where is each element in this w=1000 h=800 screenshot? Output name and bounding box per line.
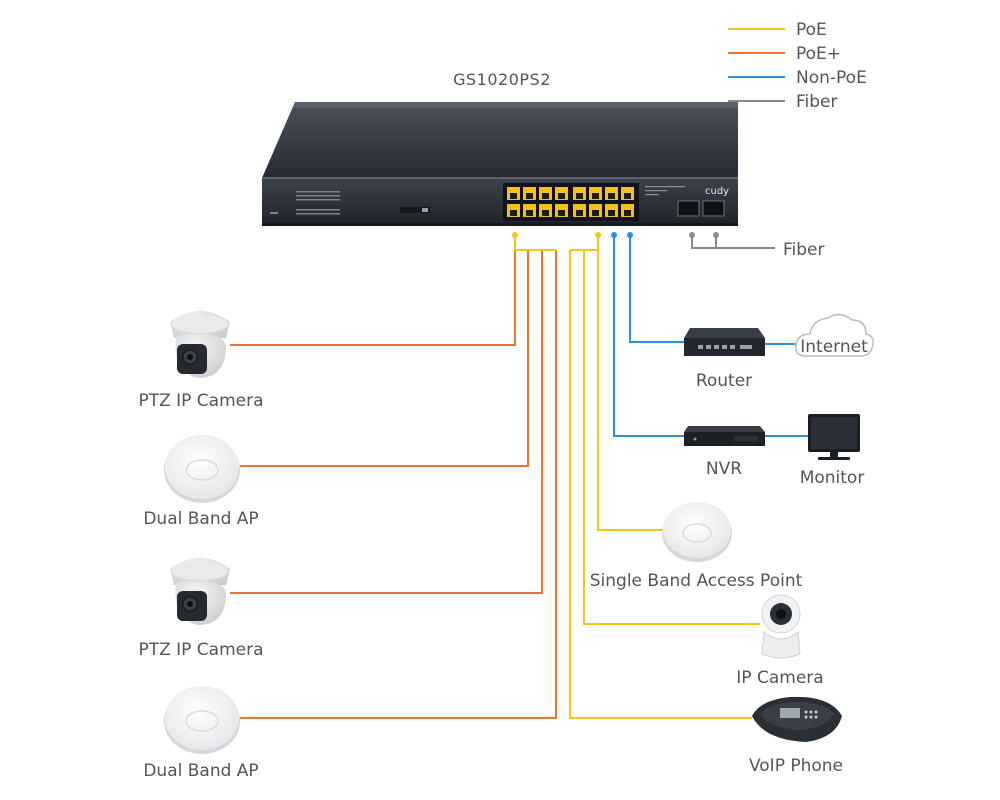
line-ip-camera [583, 250, 760, 625]
switch-model-title: GS1020PS2 [453, 70, 551, 89]
line-router [629, 236, 684, 343]
legend-item-poe: PoE [728, 20, 827, 40]
router-label: Router [696, 371, 752, 391]
legend-item-fiber: Fiber [728, 92, 838, 112]
legend-item-poe-plus: PoE+ [728, 44, 841, 64]
line-voip-phone [569, 250, 752, 719]
access-point-icon [662, 502, 732, 562]
brand-logo: cudy [705, 186, 729, 197]
monitor-icon [808, 414, 860, 460]
voip-phone-label: VoIP Phone [749, 756, 843, 776]
ptz-camera-icon [170, 558, 230, 625]
nvr-label: NVR [706, 459, 742, 479]
line-fiber-1 [691, 236, 775, 249]
fiber-label: Fiber [783, 240, 825, 260]
nvr-icon [684, 426, 765, 446]
legend-label-non-poe: Non-PoE [796, 68, 867, 88]
legend-label-poe: PoE [796, 20, 827, 40]
dual-ap-2-label: Dual Band AP [143, 761, 258, 781]
ptz-camera-2-label: PTZ IP Camera [138, 640, 263, 660]
internet-label: Internet [800, 337, 868, 357]
legend-label-fiber: Fiber [796, 92, 838, 112]
conference-phone-icon [752, 696, 842, 742]
single-ap-label: Single Band Access Point [590, 571, 803, 591]
ip-camera-icon [761, 594, 801, 659]
line-nvr [613, 236, 684, 437]
port-dots [512, 232, 719, 238]
ptz-camera-icon [170, 311, 230, 378]
ptz-camera-1-label: PTZ IP Camera [138, 391, 263, 411]
line-dual-ap-1 [240, 250, 529, 467]
connection-lines [230, 236, 808, 719]
legend-label-poe-plus: PoE+ [796, 44, 841, 64]
cloud-icon [794, 313, 874, 357]
legend: PoE PoE+ Non-PoE Fiber [728, 20, 867, 112]
access-point-icon [164, 686, 240, 754]
dual-ap-1-label: Dual Band AP [143, 509, 258, 529]
monitor-label: Monitor [800, 468, 865, 488]
legend-item-non-poe: Non-PoE [728, 68, 867, 88]
line-poe-trunk-left [514, 236, 556, 251]
line-single-ap [597, 236, 664, 531]
line-dual-ap-2 [240, 250, 557, 719]
ip-camera-label: IP Camera [736, 668, 823, 688]
line-ptz-camera-1 [230, 250, 516, 346]
switch-icon: cudy [262, 102, 738, 226]
router-icon [684, 328, 765, 356]
line-ptz-camera-2 [230, 250, 543, 594]
access-point-icon [164, 435, 240, 503]
